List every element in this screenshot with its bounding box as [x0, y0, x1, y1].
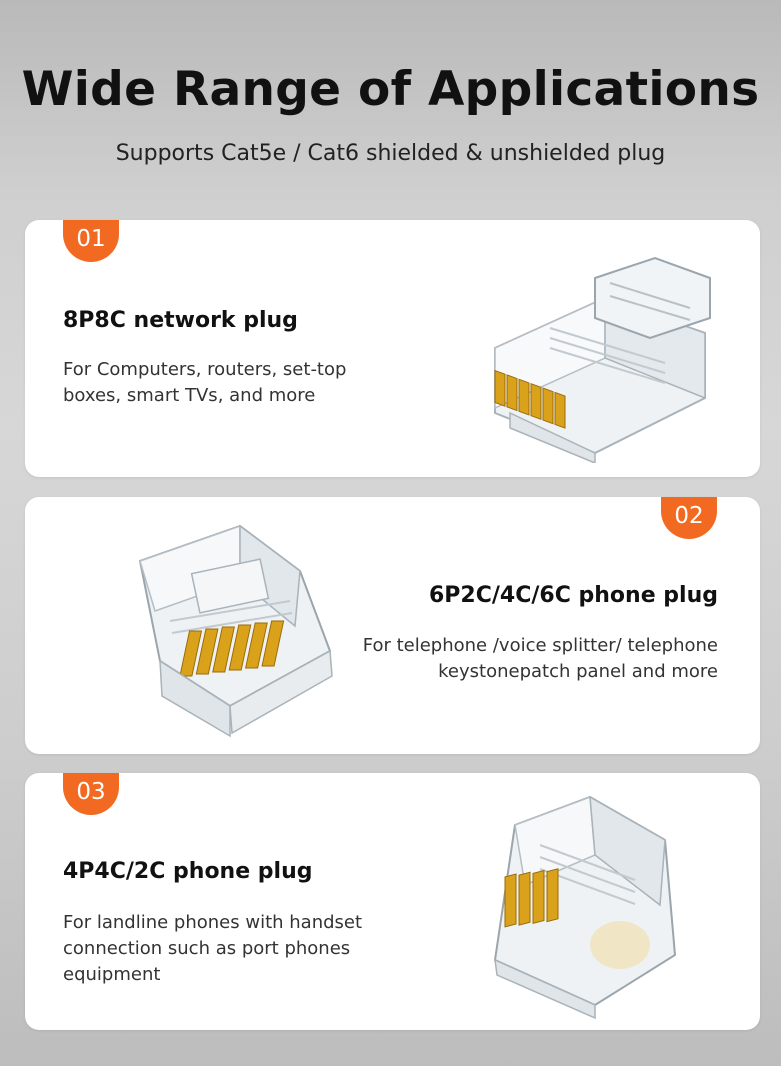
card-title: 8P8C network plug	[63, 308, 298, 333]
rj9-plug-image	[445, 785, 705, 1020]
rj45-plug-image	[455, 238, 735, 463]
application-card-3: 03 4P4C/2C phone plug For landline phone…	[25, 773, 760, 1030]
card-title: 6P2C/4C/6C phone plug	[429, 583, 718, 608]
card-description: For Computers, routers, set-top boxes, s…	[63, 359, 347, 406]
card-title: 4P4C/2C phone plug	[63, 859, 313, 884]
application-card-2: 02 6P2C/4C/6C phone plug For telephone /…	[25, 497, 760, 754]
application-card-1: 01 8P8C network plug For Computers, rout…	[25, 220, 760, 477]
page-title: Wide Range of Applications	[21, 62, 760, 117]
card-number-badge: 02	[661, 497, 717, 539]
card-number-badge: 03	[63, 773, 119, 815]
card-description: For telephone /voice splitter/ telephone…	[362, 635, 718, 682]
card-number-badge: 01	[63, 220, 119, 262]
card-description: For landline phones with handset connect…	[63, 912, 363, 985]
rj12-plug-image	[100, 511, 360, 741]
page-subtitle: Supports Cat5e / Cat6 shielded & unshiel…	[115, 141, 666, 166]
